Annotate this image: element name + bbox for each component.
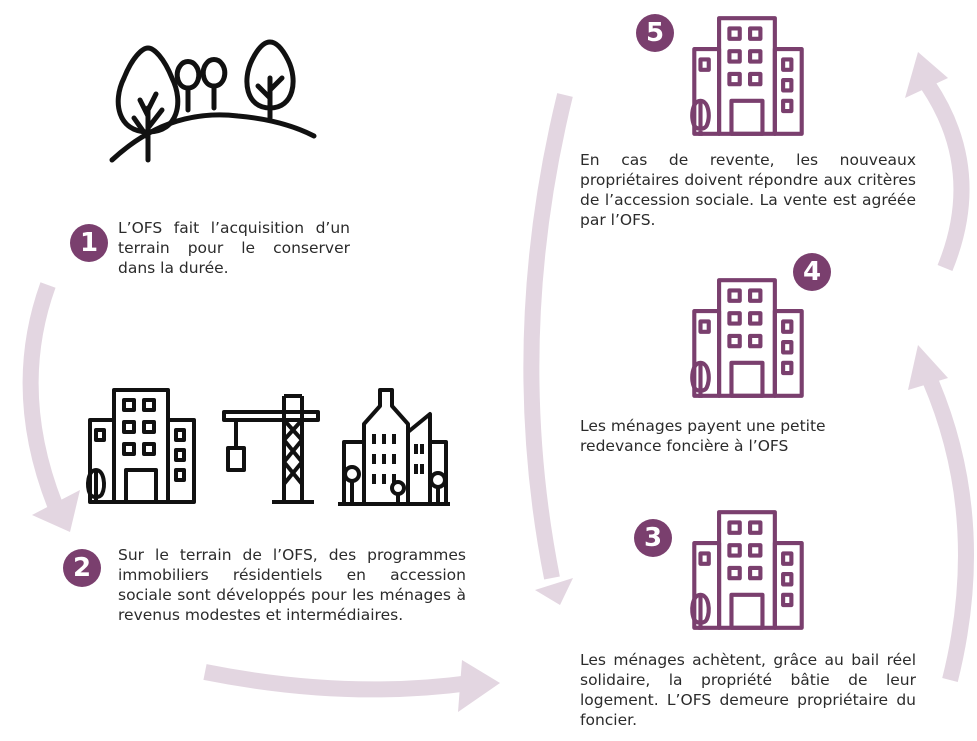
step-4-text: Les ménages payent une petite redevance …: [580, 417, 826, 455]
arrow-step4-to-step5: [921, 80, 970, 272]
step-1-badge: 1: [70, 224, 108, 262]
arrow-step3-to-step5: [523, 93, 573, 580]
arrow-step2-to-step3: [203, 664, 472, 698]
arrowhead-5: [905, 52, 948, 98]
step-3-badge: 3: [634, 519, 672, 557]
apartment-building-icon: [86, 388, 196, 504]
arrowhead-3: [535, 578, 573, 605]
arrowhead-2: [458, 660, 500, 712]
step-5-badge: 5: [636, 14, 674, 52]
step-4-badge: 4: [793, 253, 831, 291]
step-2-text: Sur le terrain de l’OFS, des programmes …: [118, 546, 466, 624]
step-1-text: L’OFS fait l’acquisition d’un terrain po…: [118, 219, 350, 277]
arrowhead-1: [32, 490, 80, 532]
arrow-step1-to-step2: [22, 282, 63, 508]
apartment-building-icon: [690, 278, 804, 398]
trees-landscape-icon: [109, 39, 317, 163]
construction-crane-icon: [222, 394, 320, 504]
arrowhead-4: [908, 345, 948, 390]
step-3-text: Les ménages achètent, grâce au bail réel…: [580, 651, 916, 729]
step-2-badge: 2: [63, 549, 101, 587]
apartment-building-icon: [690, 510, 804, 630]
step-5-text: En cas de revente, les nouveaux propriét…: [580, 151, 916, 229]
arrow-step3-to-step4: [922, 376, 974, 682]
apartment-building-icon: [690, 16, 804, 136]
city-skyline-icon: [338, 388, 450, 506]
